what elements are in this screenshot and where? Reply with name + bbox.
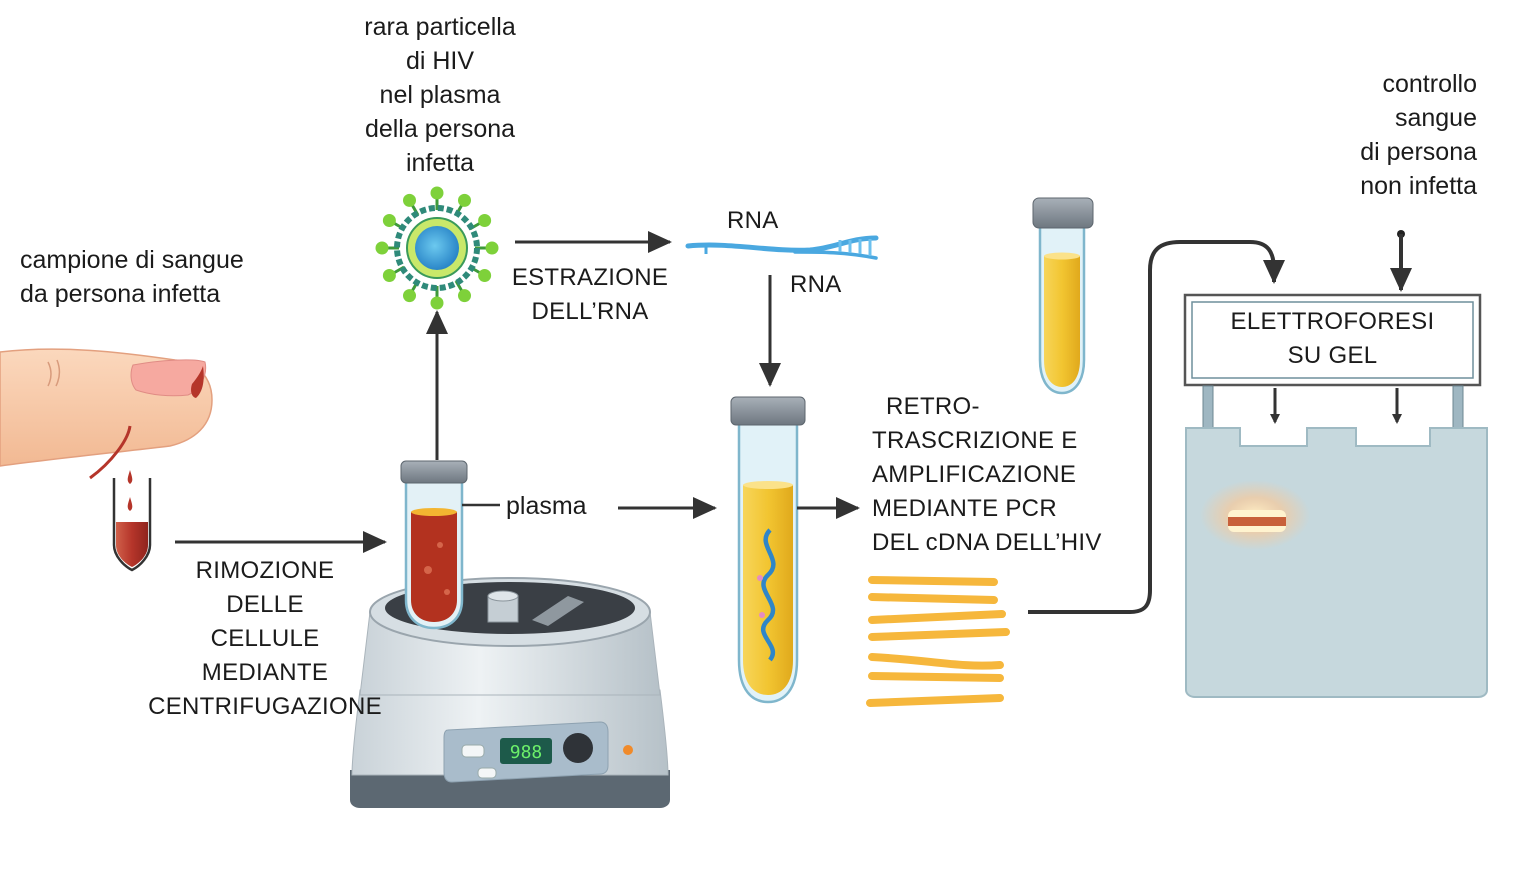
label-rna-extraction: ESTRAZIONE DELL’RNA	[511, 264, 669, 325]
arrow-to-electrophoresis	[1028, 240, 1285, 614]
centrifuge-display: 988	[510, 742, 543, 763]
virus-spike	[430, 186, 444, 200]
rna-strand-icon	[685, 235, 879, 260]
blood-drop	[127, 470, 133, 484]
label-hiv-particle: rara particella di HIV nel plasma della …	[364, 13, 516, 177]
blood-drip	[89, 425, 132, 480]
blood-drop	[127, 497, 133, 511]
virus-spike	[403, 193, 416, 207]
label-rna-strand: RNA	[727, 207, 779, 234]
label-cell-removal: RIMOZIONE DELLE CELLULE MEDIANTE CENTRIF…	[148, 557, 382, 720]
gel-band-infected	[1228, 517, 1286, 526]
control-sample-tube	[1032, 197, 1094, 395]
electrophoresis-apparatus	[1183, 293, 1488, 698]
virus-spike	[478, 214, 492, 227]
blood-sample-tube	[112, 478, 152, 572]
virus-spike	[382, 269, 396, 282]
label-control: controllo sangue di persona non infetta	[1360, 70, 1477, 200]
hiv-virus-icon	[375, 186, 499, 310]
virus-spike	[403, 289, 416, 303]
amplified-cdna-icon	[866, 576, 1010, 707]
virus-spike	[382, 214, 396, 227]
finger-icon	[0, 348, 213, 467]
label-plasma: plasma	[506, 492, 587, 520]
pcr-tube	[730, 396, 806, 704]
virus-spike	[375, 241, 389, 255]
label-rna-arrow: RNA	[790, 271, 842, 298]
label-electrophoresis: ELETTROFORESI SU GEL	[1230, 308, 1435, 369]
virus-spike	[458, 289, 471, 303]
label-rt-pcr: RETRO- TRASCRIZIONE E AMPLIFICAZIONE MED…	[872, 393, 1102, 556]
centrifuged-tube	[400, 460, 468, 630]
virus-spike	[478, 269, 492, 282]
virus-spike	[430, 296, 444, 310]
virus-spike	[458, 193, 471, 207]
virus-spike	[485, 241, 499, 255]
label-blood-sample: campione di sangue da persona infetta	[20, 246, 244, 308]
